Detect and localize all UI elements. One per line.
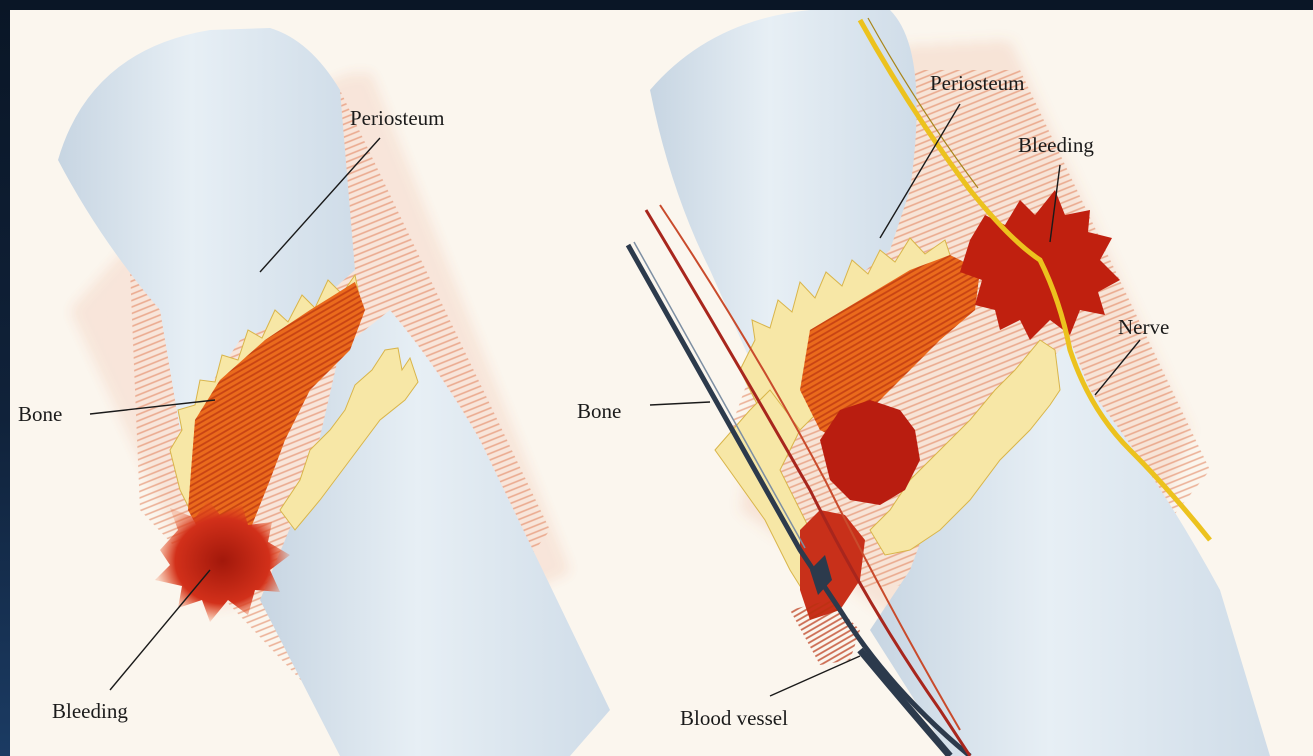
label-left-periosteum: Periosteum [350, 106, 445, 130]
fracture-illustration: Periosteum Bone Bleeding Periosteum Blee… [10, 10, 1313, 756]
right-bleeding-hatching [790, 600, 860, 665]
label-left-bone: Bone [18, 402, 62, 426]
label-right-bleeding: Bleeding [1018, 133, 1094, 157]
label-left-bleeding: Bleeding [52, 699, 128, 723]
label-right-nerve: Nerve [1118, 315, 1169, 339]
label-right-periosteum: Periosteum [930, 71, 1025, 95]
leader-blood-vessel [770, 656, 860, 696]
leader-right-bone [650, 402, 710, 405]
leader-left-bleeding [110, 570, 210, 690]
left-fracture-group [58, 28, 610, 756]
label-right-blood-vessel: Blood vessel [680, 706, 788, 730]
illustration-panel: Periosteum Bone Bleeding Periosteum Blee… [10, 10, 1313, 756]
label-right-bone: Bone [577, 399, 621, 423]
